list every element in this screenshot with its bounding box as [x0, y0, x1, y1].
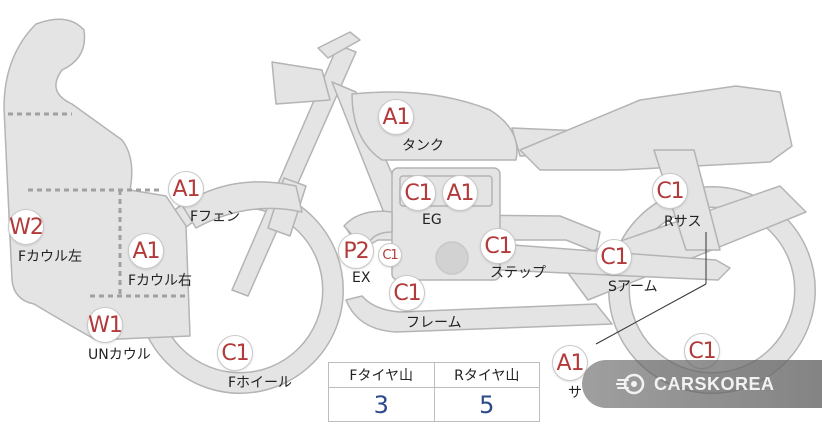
- badge-exhaust: P2: [338, 233, 374, 269]
- badge-swingarm: C1: [596, 239, 632, 275]
- leader-lines: [595, 232, 707, 345]
- front-cowl: [3, 18, 191, 341]
- front-tire-header: Fタイヤ山: [329, 363, 434, 388]
- handlebar: [317, 31, 361, 59]
- part-label-step: ステップ: [490, 265, 546, 281]
- rear-tire-column: Rタイヤ山 5: [433, 363, 539, 421]
- badge-rear-bottom: A1: [552, 345, 588, 381]
- carskorea-logo-icon: [616, 373, 645, 395]
- part-label-engine: EG: [422, 212, 442, 228]
- badge-frame: C1: [389, 275, 425, 311]
- watermark: CARSKOREA: [582, 360, 822, 408]
- front-tire-value: 3: [373, 390, 389, 419]
- seat: [519, 85, 793, 171]
- part-label-left-cowl: Fカウル左: [18, 249, 83, 265]
- badge-right-cowl: A1: [128, 233, 164, 269]
- part-label-under-cowl: UNカウル: [88, 347, 151, 363]
- badge-engine-right: A1: [442, 175, 478, 211]
- lower-frame: [345, 295, 613, 333]
- rear-tire-header: Rタイヤ山: [434, 363, 539, 388]
- badge-front-fender: A1: [168, 171, 204, 207]
- badge-left-cowl: W2: [8, 209, 44, 245]
- part-label-front-fender: Fフェン: [190, 209, 241, 225]
- badge-exhaust-small: C1: [378, 243, 402, 267]
- part-label-rear-suspension: Rサス: [664, 214, 702, 230]
- front-fender: [181, 181, 303, 229]
- badge-step: C1: [480, 228, 516, 264]
- front-tire-column: Fタイヤ山 3: [329, 363, 434, 421]
- badge-rear-suspension: C1: [652, 173, 688, 209]
- cowl-divisions: [8, 112, 186, 298]
- badge-tank: A1: [378, 99, 414, 135]
- part-label-frame: フレーム: [406, 315, 462, 331]
- badge-under-cowl: W1: [87, 307, 123, 343]
- part-label-rear-partial: サ: [568, 385, 582, 401]
- tire-tread-table: Fタイヤ山 3 Rタイヤ山 5: [328, 362, 540, 422]
- part-label-tank: タンク: [402, 138, 444, 154]
- badge-front-wheel: C1: [217, 335, 253, 371]
- part-label-right-cowl: Fカウル右: [128, 273, 193, 289]
- part-label-front-wheel: Fホイール: [228, 375, 293, 391]
- part-label-swingarm: Sアーム: [608, 279, 658, 295]
- headlight: [271, 61, 331, 105]
- watermark-text: CARSKOREA: [654, 373, 775, 394]
- badge-engine-left: C1: [400, 175, 436, 211]
- rear-tire-value: 5: [479, 390, 495, 419]
- part-label-exhaust: EX: [352, 270, 371, 286]
